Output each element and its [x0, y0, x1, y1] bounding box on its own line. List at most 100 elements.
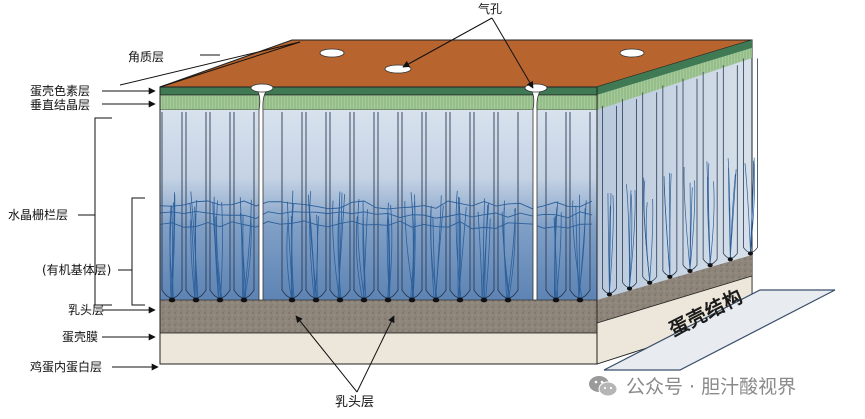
fiber-strand	[286, 218, 292, 299]
label-pores: 气孔	[478, 2, 503, 16]
fiber-strand	[482, 198, 485, 299]
mammillary-knob	[360, 297, 368, 303]
fiber-strand	[477, 211, 483, 299]
side-fiber-strand	[683, 167, 691, 270]
pore-opening-left	[250, 83, 274, 93]
side-fiber-strand	[728, 167, 731, 258]
side-fiber-strand	[663, 184, 671, 275]
label-vertical-crystal-layer: 垂直结晶层	[30, 98, 91, 112]
fiber-strand	[220, 202, 223, 299]
fiber-strand	[363, 209, 368, 299]
fiber-strand	[195, 199, 198, 299]
mammillary-knob	[432, 297, 440, 303]
side-mammillary-knob	[747, 251, 754, 256]
fiber-strand	[171, 194, 176, 299]
fiber-strand	[485, 218, 491, 299]
side-fiber-strand	[729, 169, 737, 258]
fiber-strand	[386, 218, 390, 299]
side-fiber-strand	[744, 163, 751, 252]
mammillary-knob	[576, 297, 584, 303]
pore-top-2	[384, 64, 412, 74]
fiber-strand	[362, 201, 367, 299]
side-fiber-strand	[649, 199, 654, 281]
side-fiber-strand	[629, 193, 633, 287]
fiber-strand	[457, 196, 459, 299]
mammillary-knob	[408, 297, 416, 303]
fiber-strand	[553, 217, 559, 299]
fiber-strand	[212, 202, 221, 299]
label-shell-membrane: 蛋壳膜	[62, 330, 99, 344]
side-fiber-strand	[689, 180, 696, 270]
fiber-strand	[239, 197, 243, 299]
side-mammillary-knob	[667, 274, 673, 279]
annotation-lines	[78, 17, 534, 393]
side-fiber-strand	[750, 162, 756, 252]
side-fiber-strand	[609, 195, 614, 293]
fiber-strand	[190, 191, 199, 299]
fiber-network	[159, 200, 593, 210]
pore-top-3	[619, 48, 645, 58]
label-cuticle: 角质层	[128, 50, 165, 64]
fiber-strand	[553, 215, 556, 299]
fiber-strand	[216, 200, 223, 299]
mammillary-knob	[336, 297, 344, 303]
mammillary-knob	[312, 297, 320, 303]
pore-opening-right	[524, 83, 548, 93]
side-mammillary-knob	[626, 286, 633, 291]
fiber-strand	[432, 217, 436, 299]
fiber-strand	[338, 192, 343, 299]
title-plaque	[603, 289, 836, 371]
mammillary-knob	[480, 297, 488, 303]
side-crystal-band	[597, 48, 752, 110]
mammillary-knob	[504, 297, 512, 303]
side-mammillary-knob	[687, 269, 693, 273]
fiber-strand	[357, 199, 365, 299]
label-organic-matrix: (有机基体层)	[42, 263, 112, 277]
fiber-strand	[506, 208, 516, 299]
side-mammillary-knob	[707, 263, 713, 268]
organic-matrix-fibers	[159, 190, 593, 299]
fiber-strand	[386, 202, 390, 299]
wechat-icon	[589, 375, 618, 396]
fiber-strand	[404, 201, 415, 299]
block-outline	[159, 86, 598, 365]
fiber-strand	[309, 191, 315, 299]
side-mammillary-band	[597, 255, 752, 323]
side-fiber-strand	[629, 190, 632, 287]
fiber-strand	[314, 214, 318, 299]
side-fiber-strand	[645, 202, 651, 281]
side-mammillary-knob	[647, 280, 653, 285]
mammillary-knob	[240, 297, 248, 303]
label-palisade-layer: 水晶栅栏层	[8, 208, 69, 222]
watermark: 公众号 · 胆汁酸视界	[588, 372, 796, 399]
fiber-strand	[410, 192, 414, 299]
mammillary-knobs	[168, 297, 584, 303]
fiber-strand	[410, 194, 416, 299]
fiber-strand	[244, 215, 252, 299]
mammillary-knob	[384, 297, 392, 303]
side-mammillary-knob	[606, 292, 613, 297]
label-mammillary-layer: 乳头层	[68, 303, 105, 317]
mammillary-knob	[192, 297, 200, 303]
vertical-crystal-band	[159, 94, 598, 111]
mammillary-knob	[552, 297, 560, 303]
fiber-strand	[189, 203, 196, 299]
side-columns	[602, 58, 758, 297]
mammillary-knob	[288, 297, 296, 303]
fiber-strand	[290, 216, 293, 299]
side-fiber-strand	[629, 190, 636, 287]
fiber-strand	[435, 195, 442, 299]
mammillary-knob	[216, 297, 224, 303]
label-inner-albumen: 鸡蛋内蛋白层	[30, 360, 103, 374]
watermark-text: 公众号 · 胆汁酸视界	[626, 376, 797, 398]
pore-top-1	[319, 48, 345, 58]
fiber-strand	[388, 219, 390, 299]
fiber-strand	[239, 212, 247, 299]
mammillary-band	[159, 299, 598, 334]
side-fiber-strand	[709, 181, 715, 264]
mammillary-knob	[456, 297, 464, 303]
fiber-strand	[307, 194, 318, 299]
side-mammillary-knob	[727, 257, 733, 262]
side-fiber-strand	[750, 160, 754, 252]
